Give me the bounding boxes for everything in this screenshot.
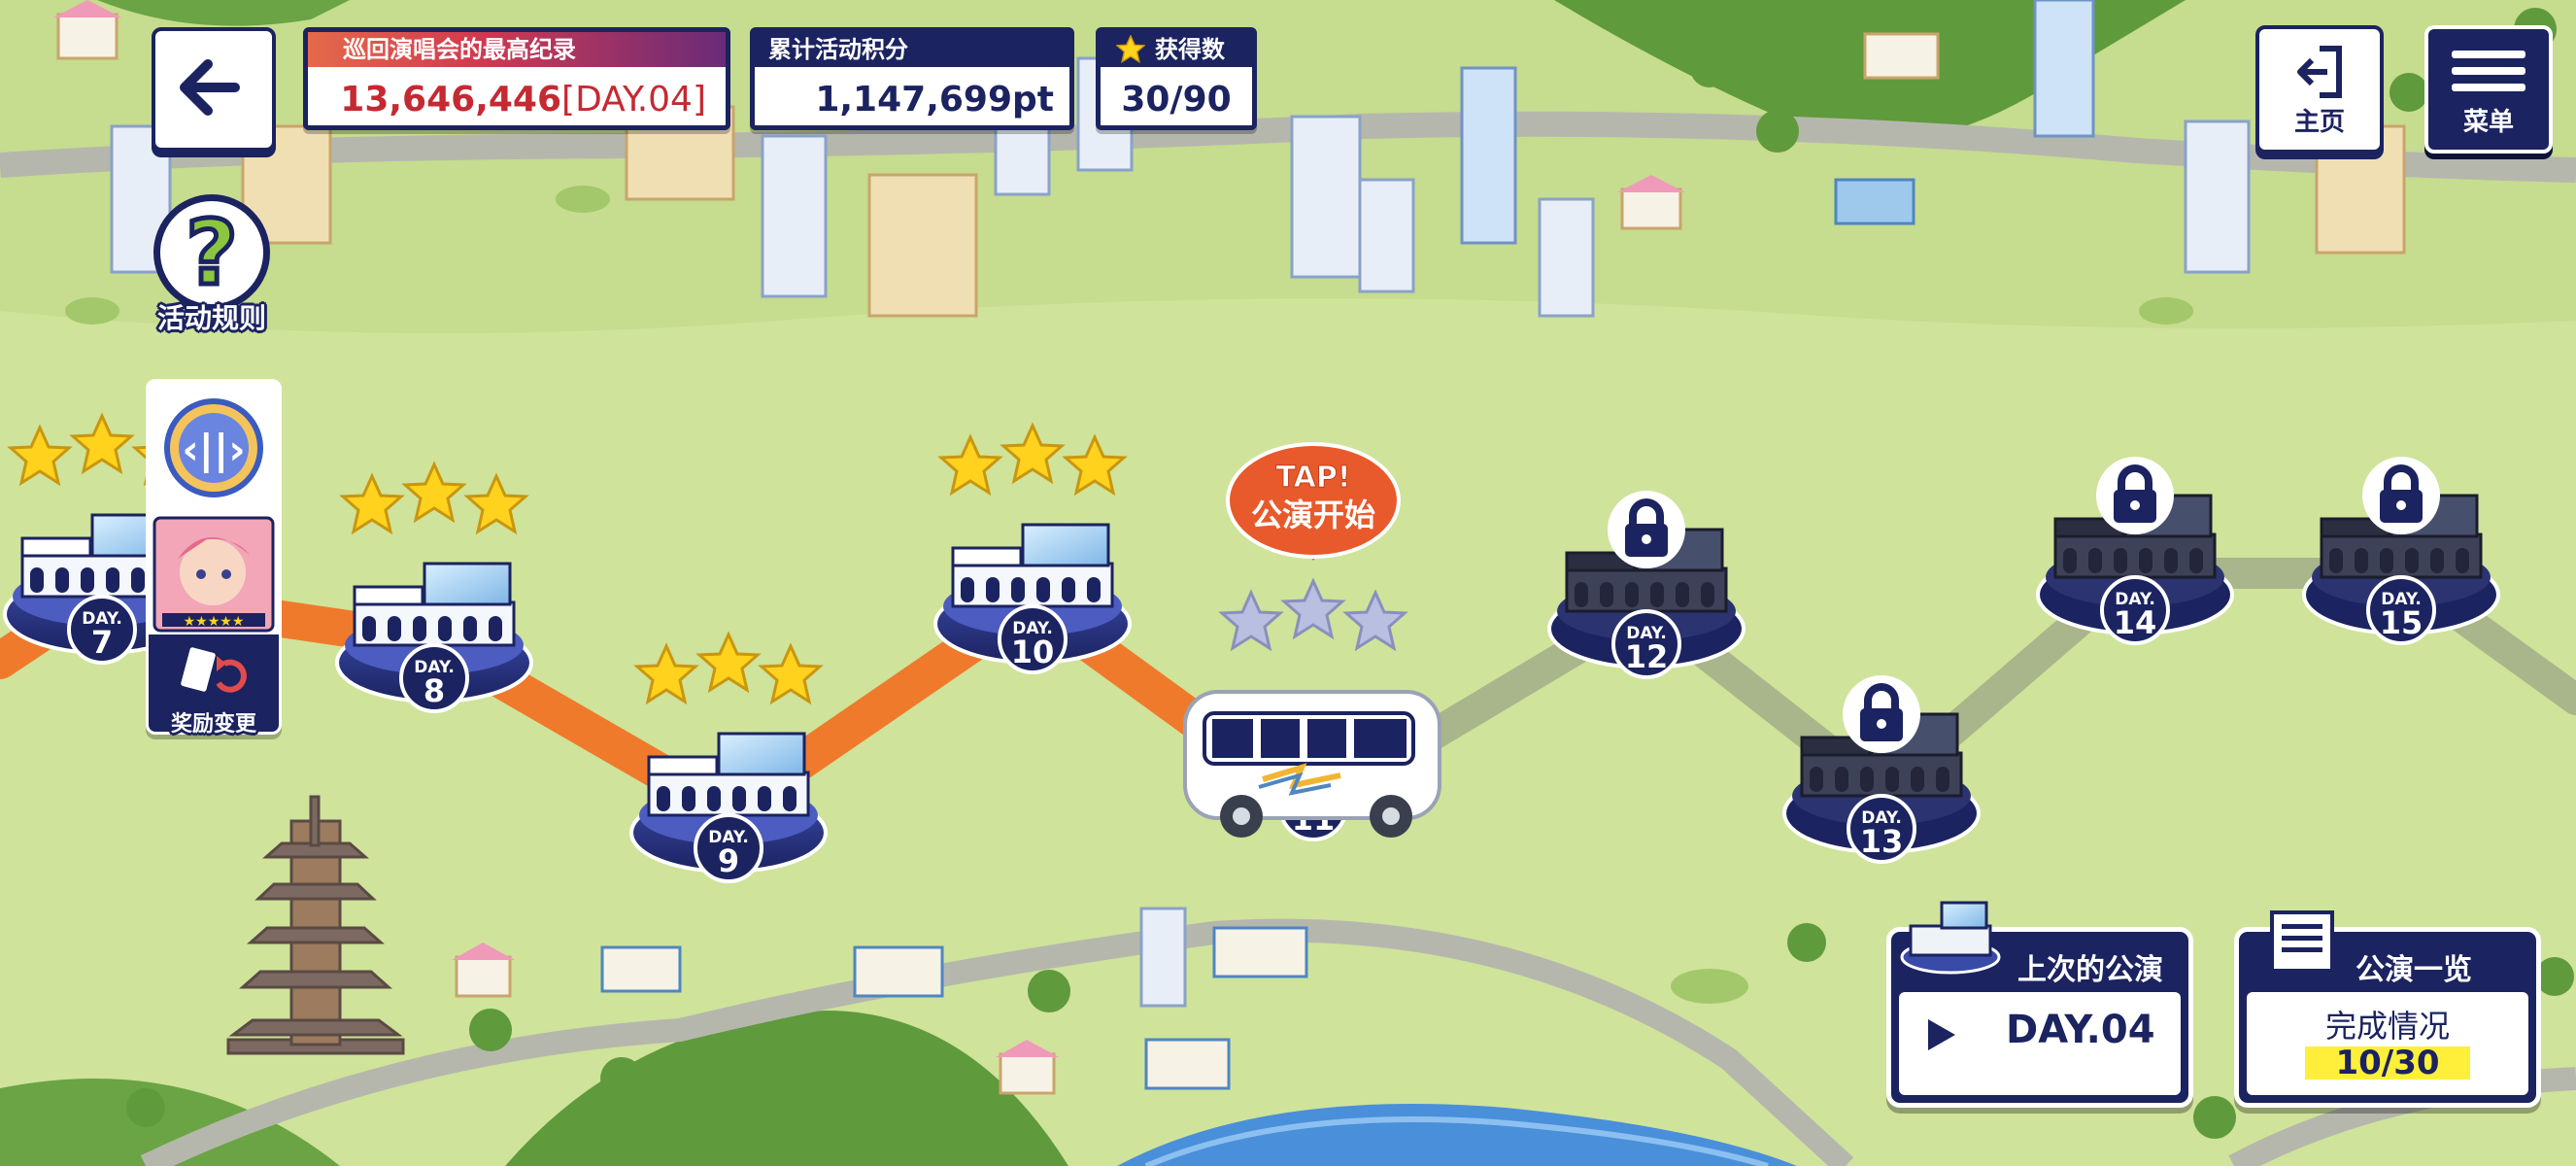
- total-points-value: 1,147,699pt: [815, 80, 1054, 120]
- stage-day-9[interactable]: DAY.9: [629, 633, 828, 883]
- stage-day-14[interactable]: DAY.14: [2036, 457, 2234, 645]
- lock-icon: [1608, 491, 1685, 568]
- stage-day-13[interactable]: DAY.13: [1782, 675, 1981, 864]
- total-points-label: 累计活动积分: [755, 32, 1069, 67]
- day-number: 12: [1625, 638, 1669, 675]
- document-list-icon: [2270, 910, 2334, 973]
- day-number: 10: [1011, 634, 1055, 670]
- pagoda: [226, 795, 405, 1055]
- completion-value: 10/30: [2305, 1046, 2470, 1080]
- best-record-panel: 巡回演唱会的最高纪录 13,646,446[DAY.04]: [303, 27, 730, 130]
- best-record-score: 13,646,446: [340, 80, 562, 120]
- last-performance-title: 上次的公演: [2017, 953, 2163, 987]
- svg-text:?: ?: [186, 201, 237, 305]
- day-number: 14: [2114, 604, 2157, 641]
- performance-list-title: 公演一览: [2356, 953, 2472, 987]
- stage-day-15[interactable]: DAY.15: [2302, 457, 2500, 645]
- svg-text:‹||›: ‹||›: [182, 426, 245, 473]
- question-icon: ?: [153, 194, 270, 311]
- hamburger-icon: [2452, 51, 2525, 91]
- day-prefix: DAY.: [1012, 619, 1053, 638]
- performance-list-panel[interactable]: 公演一览 完成情况 10/30: [2234, 910, 2541, 1108]
- trees: [126, 2, 2574, 1139]
- last-performance-body: DAY.04: [1899, 992, 2181, 1095]
- day-prefix: DAY.: [1861, 808, 1902, 828]
- stage-nodes: DAY.7DAY.8DAY.9DAY.10DAY.11DAY.12DAY.13D…: [3, 414, 2500, 883]
- menu-button[interactable]: 菜单: [2424, 25, 2553, 154]
- lock-icon: [1843, 675, 1920, 753]
- back-button[interactable]: [152, 27, 276, 152]
- reward-card-panel[interactable]: ‹||› ★★★★★ 奖励变更: [146, 379, 282, 737]
- reward-preview: ‹||› ★★★★★: [149, 382, 279, 634]
- stage-day-8[interactable]: DAY.8: [335, 463, 533, 713]
- star-icon: [1116, 35, 1145, 63]
- tap-text: TAP!: [1275, 461, 1350, 495]
- day-prefix: DAY.: [2115, 590, 2155, 609]
- day-number: 7: [91, 624, 113, 661]
- stars-earned-value: 30/90: [1121, 80, 1232, 120]
- day-prefix: DAY.: [82, 609, 122, 629]
- day-number: 8: [424, 672, 445, 709]
- day-number: 9: [718, 842, 739, 879]
- best-record-day: [DAY.04]: [561, 80, 706, 120]
- day-prefix: DAY.: [414, 658, 455, 677]
- day-number: 13: [1860, 823, 1904, 860]
- stage-day-12[interactable]: DAY.12: [1547, 491, 1746, 679]
- day-prefix: DAY.: [2381, 590, 2422, 609]
- day-prefix: DAY.: [1626, 624, 1667, 643]
- play-icon: [1928, 1019, 1955, 1050]
- start-performance-text: 公演开始: [1251, 497, 1375, 533]
- exit-icon: [2297, 46, 2342, 98]
- arrow-left-icon: [180, 59, 240, 116]
- performance-list-body: 完成情况 10/30: [2247, 992, 2528, 1095]
- lock-icon: [2362, 457, 2440, 534]
- day-number: 15: [2380, 604, 2423, 641]
- tour-bus[interactable]: [1183, 690, 1441, 838]
- last-performance-panel[interactable]: 上次的公演 DAY.04: [1886, 901, 2193, 1108]
- completion-label: 完成情况: [2324, 1008, 2450, 1045]
- venue-icon: [1900, 901, 2001, 975]
- day-prefix: DAY.: [708, 828, 749, 847]
- best-record-value: 13,646,446[DAY.04]: [340, 80, 706, 120]
- event-rules-button[interactable]: ? 活动规则: [144, 194, 280, 340]
- best-record-label: 巡回演唱会的最高纪录: [308, 32, 726, 67]
- total-points-panel: 累计活动积分 1,147,699pt: [750, 27, 1074, 130]
- card-swap-icon: [178, 644, 247, 695]
- stage-day-10[interactable]: DAY.10: [933, 424, 1132, 674]
- tap-to-start-bubble[interactable]: TAP! 公演开始: [1226, 442, 1401, 561]
- reward-change-label: 奖励变更: [170, 712, 256, 737]
- menu-label: 菜单: [2462, 108, 2514, 137]
- home-label: 主页: [2293, 108, 2345, 137]
- stars-earned-panel: 获得数 30/90: [1096, 27, 1257, 130]
- event-rules-label: 活动规则: [156, 302, 266, 334]
- lock-icon: [2096, 457, 2174, 534]
- home-button[interactable]: 主页: [2255, 25, 2384, 154]
- svg-text:★★★★★: ★★★★★: [184, 614, 245, 630]
- last-performance-day: DAY.04: [2006, 1008, 2155, 1052]
